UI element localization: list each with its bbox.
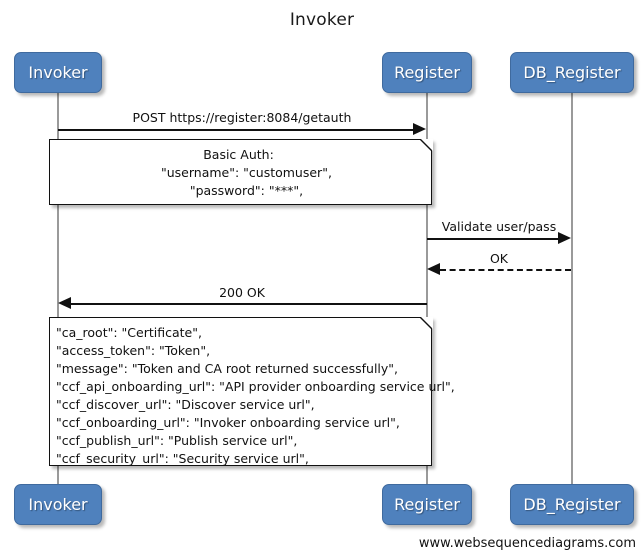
participant-db-register-bottom[interactable]: DB_Register: [510, 484, 634, 525]
lifeline-db-register: [571, 93, 573, 485]
participant-invoker-top-label: Invoker: [28, 63, 88, 82]
note-response-line-2: "access_token": "Token",: [56, 343, 211, 358]
message-label-200-ok: 200 OK: [219, 285, 265, 300]
participant-db-register-top[interactable]: DB_Register: [510, 52, 634, 93]
message-arrow-post-getauth: [58, 129, 414, 131]
note-fold-corner-icon: [420, 138, 433, 151]
message-label-validate-user-pass: Validate user/pass: [441, 219, 557, 234]
participant-register-bottom[interactable]: Register: [382, 484, 472, 525]
message-arrow-ok: [440, 269, 571, 271]
note-basic-auth-line-1: Basic Auth:: [203, 147, 274, 162]
participant-register-bottom-label: Register: [394, 495, 460, 514]
arrowhead-left-ok: [427, 263, 440, 275]
arrowhead-right-validate-user-pass: [558, 232, 571, 244]
participant-db-register-top-label: DB_Register: [523, 63, 621, 82]
message-label-post-getauth: POST https://register:8084/getauth: [132, 110, 352, 125]
note-response-line-8: "ccf_security_url": "Security service ur…: [56, 451, 309, 466]
participant-register-top[interactable]: Register: [382, 52, 472, 93]
participant-invoker-bottom[interactable]: Invoker: [14, 484, 102, 525]
arrowhead-left-200-ok: [58, 297, 71, 309]
message-arrow-200-ok: [71, 303, 427, 305]
participant-invoker-bottom-label: Invoker: [28, 495, 88, 514]
note-response-line-5: "ccf_discover_url": "Discover service ur…: [56, 397, 315, 412]
note-basic-auth-line-3: "password": "***",: [173, 183, 304, 198]
note-response-payload: "ca_root": "Certificate", "access_token"…: [49, 316, 455, 466]
lifeline-register: [426, 93, 428, 485]
participant-db-register-bottom-label: DB_Register: [523, 495, 621, 514]
note-basic-auth: Basic Auth: "username": "customuser", "p…: [49, 138, 433, 205]
note-response-line-4: "ccf_api_onboarding_url": "API provider …: [56, 379, 455, 394]
note-response-line-7: "ccf_publish_url": "Publish service url"…: [56, 433, 298, 448]
note-response-line-3: "message": "Token and CA root returned s…: [56, 361, 399, 376]
arrowhead-right-post-getauth: [413, 123, 426, 135]
note-response-line-1: "ca_root": "Certificate",: [56, 325, 202, 340]
footer-watermark: www.websequencediagrams.com: [418, 536, 636, 551]
message-label-ok: OK: [489, 251, 509, 266]
note-fold-corner-icon-2: [420, 316, 433, 329]
lifeline-invoker: [57, 93, 59, 485]
participant-register-top-label: Register: [394, 63, 460, 82]
participant-invoker-top[interactable]: Invoker: [14, 52, 102, 93]
diagram-title: Invoker: [289, 10, 355, 30]
message-arrow-validate-user-pass: [427, 238, 559, 240]
note-basic-auth-line-2: "username": "customuser",: [145, 165, 332, 180]
note-response-line-6: "ccf_onboarding_url": "Invoker onboardin…: [56, 415, 400, 430]
